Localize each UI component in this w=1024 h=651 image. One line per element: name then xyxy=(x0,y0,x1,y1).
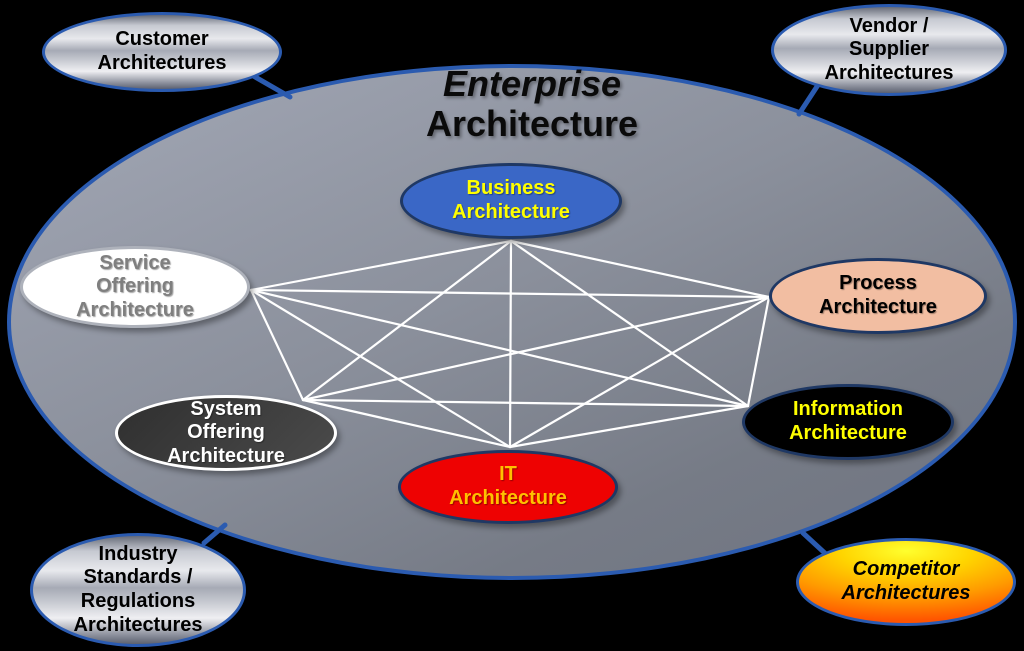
information-architecture-label: Information Architecture xyxy=(789,398,907,444)
title-architecture: Architecture xyxy=(425,103,639,144)
service-offering-architecture-label: Service Offering Architecture xyxy=(76,251,194,321)
system-offering-architecture-label: System Offering Architecture xyxy=(167,397,285,467)
node-information-architecture: Information Architecture xyxy=(742,384,954,460)
customer-architectures-label: Customer Architectures xyxy=(97,28,227,74)
industry-standards-regulations-architectures-label: Industry Standards / Regulations Archite… xyxy=(73,542,203,636)
node-service-offering-architecture: Service Offering Architecture xyxy=(20,246,250,328)
connector-line-vendor-supplier-architectures xyxy=(796,82,821,117)
node-it-architecture: IT Architecture xyxy=(398,450,618,524)
title-enterprise: Enterprise xyxy=(442,63,622,104)
business-architecture-label: Business Architecture xyxy=(452,177,570,223)
node-competitor-architectures: Competitor Architectures xyxy=(796,538,1016,626)
it-architecture-label: IT Architecture xyxy=(449,463,567,509)
node-system-offering-architecture: System Offering Architecture xyxy=(115,395,337,471)
node-vendor-supplier-architectures: Vendor / Supplier Architectures xyxy=(771,4,1007,96)
node-industry-standards-regulations-architectures: Industry Standards / Regulations Archite… xyxy=(30,533,246,647)
node-process-architecture: Process Architecture xyxy=(769,258,987,334)
node-business-architecture: Business Architecture xyxy=(400,163,622,239)
competitor-architectures-label: Competitor Architectures xyxy=(841,558,971,604)
process-architecture-label: Process Architecture xyxy=(819,272,937,318)
diagram-title: Enterprise Architecture xyxy=(312,64,752,144)
node-customer-architectures: Customer Architectures xyxy=(42,12,282,92)
vendor-supplier-architectures-label: Vendor / Supplier Architectures xyxy=(824,14,954,84)
